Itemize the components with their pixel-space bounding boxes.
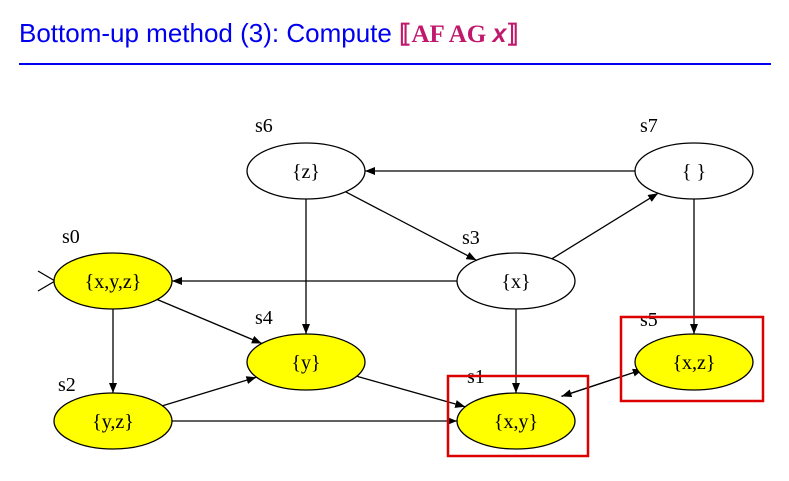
state-s3-name: s3: [462, 227, 480, 249]
state-s7-ellipse: [634, 142, 754, 200]
state-s7: { } s7: [634, 115, 754, 200]
state-s1-label: {x,y}: [494, 411, 538, 433]
state-s5: {x,z} s5: [634, 309, 754, 391]
state-s7-name: s7: [640, 115, 658, 137]
edge-s5-to-s1: [561, 368, 644, 398]
state-s4-ellipse: [246, 333, 366, 391]
state-s2: {y,z} s2: [53, 374, 173, 450]
formula-open-bracket: ⟦: [399, 21, 412, 48]
state-s3-label: {x}: [501, 271, 530, 293]
state-s0: {x,y,z} s0: [53, 226, 173, 310]
formula-op-af: AF: [411, 21, 444, 48]
state-s5-name: s5: [640, 309, 658, 331]
edge-s6-to-s3: [345, 191, 477, 261]
state-s1-ellipse: [456, 392, 576, 450]
highlight-boxes-layer: [446, 315, 765, 458]
highlight-box-s5: [619, 315, 765, 403]
state-s2-label: {y,z}: [92, 411, 134, 433]
state-s0-name: s0: [62, 226, 80, 248]
state-s2-name: s2: [58, 374, 76, 396]
state-s5-ellipse: [634, 333, 754, 391]
title-formula: ⟦AF AG x⟧: [399, 20, 519, 48]
edge-s0-to-s4: [156, 298, 263, 345]
formula-close-bracket: ⟧: [506, 21, 519, 48]
formula-variable: x: [492, 20, 507, 48]
slide-title: Bottom-up method (3): Compute ⟦AF AG x⟧: [19, 18, 519, 49]
state-s2-ellipse: [53, 392, 173, 450]
edge-s3-to-s7: [551, 192, 659, 260]
state-s0-ellipse: [53, 252, 173, 310]
state-s4-name: s4: [255, 307, 273, 329]
title-text: Bottom-up method (3): Compute: [19, 18, 400, 48]
state-s6: {z} s6: [246, 115, 366, 200]
state-s4: {y} s4: [246, 307, 366, 391]
nodes-layer: {x,y,z}s0{x,y}s1{y,z}s2{x}s3{y}s4{x,z}s5…: [53, 115, 754, 450]
state-s6-name: s6: [255, 115, 273, 137]
state-s3-ellipse: [456, 252, 576, 310]
state-s4-label: {y}: [291, 352, 320, 374]
state-s0-label: {x,y,z}: [85, 271, 142, 293]
formula-op-ag: AG: [448, 21, 487, 48]
state-s5-label: {x,z}: [672, 352, 715, 374]
state-s7-label: { }: [682, 161, 706, 183]
state-s3: {x} s3: [456, 227, 576, 310]
highlight-box-s1: [446, 374, 590, 458]
state-s6-label: {z}: [292, 161, 320, 183]
title-underline: [19, 63, 771, 65]
initial-state-marker: [37, 270, 57, 292]
edge-s2-to-s4: [162, 376, 257, 407]
state-s6-ellipse: [246, 142, 366, 200]
